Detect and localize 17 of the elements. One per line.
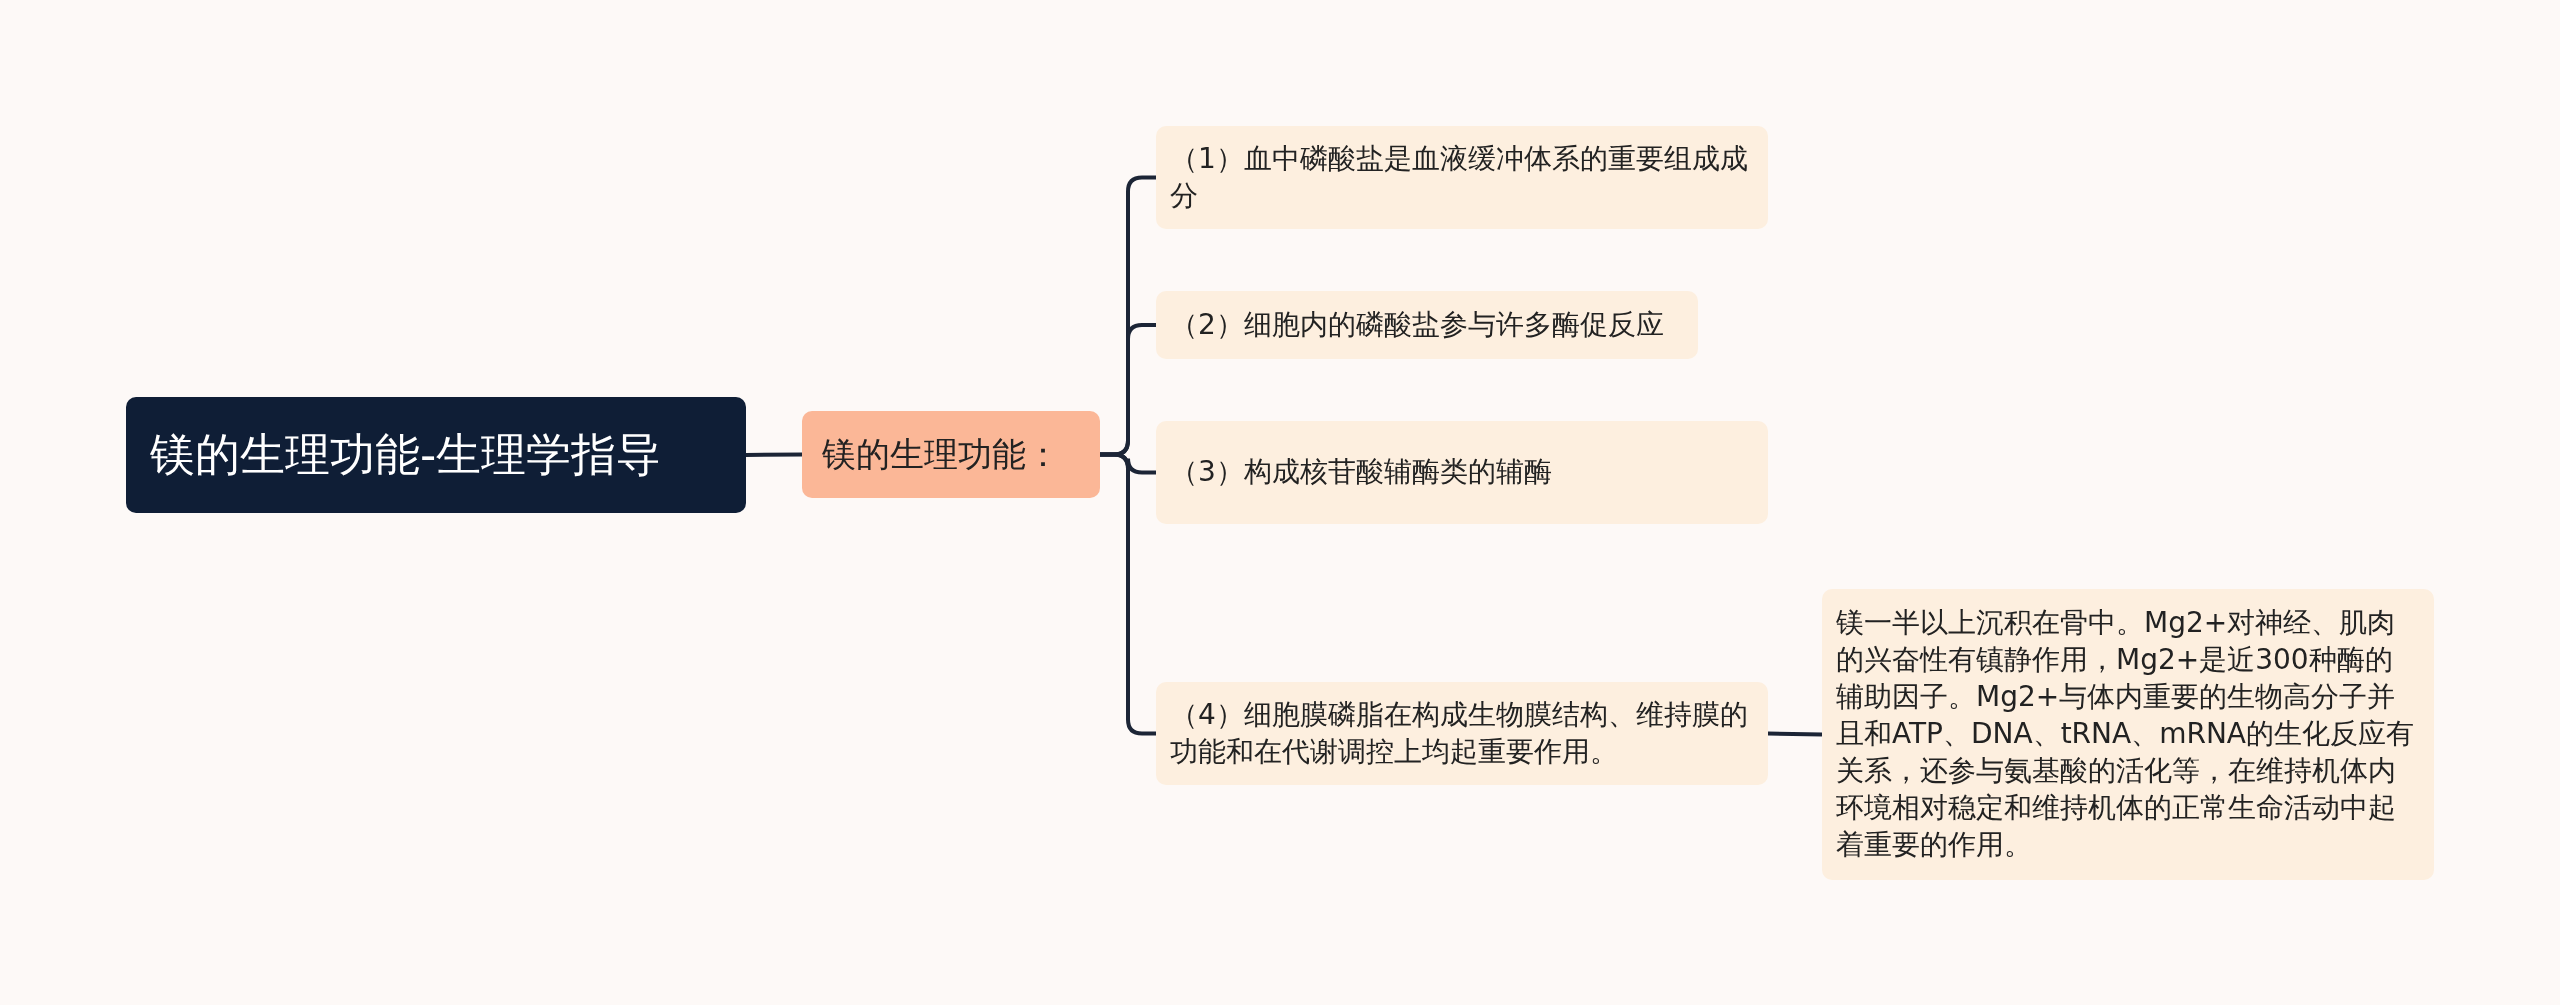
topic-box <box>1822 589 2434 880</box>
topic-box <box>1156 421 1768 524</box>
root-topic-box <box>126 397 746 513</box>
topic-box <box>1156 682 1768 785</box>
topic-box <box>1156 126 1768 229</box>
topic-text: （2）细胞内的磷酸盐参与许多酶促反应 <box>1170 306 1664 343</box>
topic-text: 镁的生理功能： <box>822 433 1060 477</box>
topic-text: （1）血中磷酸盐是血液缓冲体系的重要组成成分 <box>1170 140 1749 214</box>
topic-text: 镁一半以上沉积在骨中。Mg2+对神经、肌肉的兴奋性有镇静作用，Mg2+是近300种酶的辅助因子。Mg2+与体内重要的生物高分子并且和ATP、DNA、tRNA、mRNA的生化反应有关系，还参与氨基酸的活化等，在维持机体内环境相对稳定和维持机体的正常生命活动中起着重要的作用。 <box>1836 605 2415 863</box>
connector-line <box>1100 452 1156 736</box>
topic-text: 镁的生理功能-生理学指导 <box>150 427 662 484</box>
topic-text: （4）细胞膜磷脂在构成生物膜结构、维持膜的功能和在代谢调控上均起重要作用。 <box>1170 696 1749 770</box>
branch-topic-box <box>802 411 1100 498</box>
connector-line <box>745 452 803 457</box>
topic-box <box>1156 291 1698 359</box>
topic-text: （3）构成核苷酸辅酶类的辅酶 <box>1170 454 1552 490</box>
connector-line <box>1767 731 1823 737</box>
